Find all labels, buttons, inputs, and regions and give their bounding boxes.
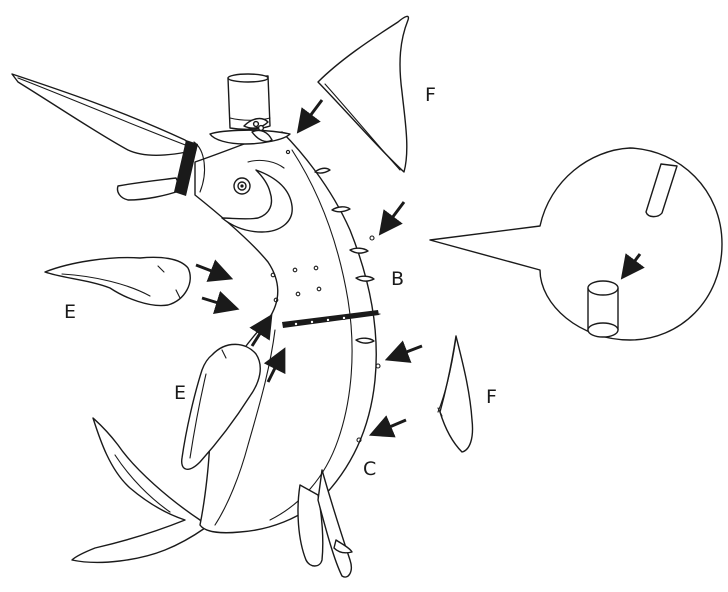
dorsal-fin-f-upper (317, 15, 410, 173)
arrow-e-lower-1 (249, 313, 273, 347)
label-f-upper: F (425, 84, 436, 106)
pectoral-fin-e-lower (181, 343, 261, 470)
arrow-callout-detail (620, 253, 645, 280)
arrow-f-lower-2 (368, 415, 407, 438)
arrow-f-lower-1 (384, 340, 423, 363)
label-e-lower: E (174, 382, 187, 404)
body-band (282, 310, 381, 328)
bill (11, 73, 206, 201)
label-c: C (363, 458, 377, 480)
legs (297, 469, 353, 578)
arrow-e-lower-2 (263, 347, 286, 383)
marlin-body (194, 131, 381, 534)
top-hat (209, 73, 291, 145)
arrow-e-upper-1 (195, 259, 234, 282)
arrow-b-upper (378, 201, 406, 236)
detail-callout (429, 147, 723, 341)
label-f-lower: F (486, 386, 497, 408)
tail-fin (71, 417, 206, 564)
arrow-e-upper-2 (201, 291, 240, 314)
pectoral-fin-e-upper (44, 256, 191, 307)
label-e-upper: E (64, 301, 77, 323)
assembly-arrows (195, 99, 645, 438)
label-b: B (391, 268, 405, 290)
arrow-f-upper (296, 99, 324, 134)
dorsal-fin-f-lower (437, 335, 474, 453)
